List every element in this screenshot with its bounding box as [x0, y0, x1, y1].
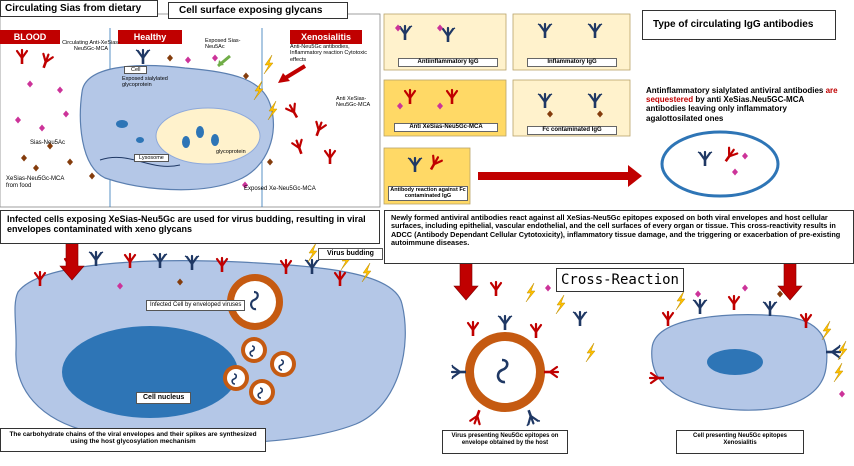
igg-box-inflammatory: Inflammatory IgG: [527, 58, 617, 67]
label-exposed-xe: Exposed Xe-Neu5Gc-MCA: [244, 186, 316, 192]
label-xesias-from-food: XeSias-Neu5Gc-MCA from food: [6, 176, 65, 189]
cross-reaction-label: Cross-Reaction: [556, 268, 684, 292]
newly-formed-text: Newly formed antiviral antibodies react …: [384, 210, 854, 264]
top-left-title: Circulating Sias from dietary: [0, 0, 158, 17]
label-cell: Cell: [124, 66, 148, 75]
cell-caption: Cell presenting Neu5Gc epitopes Xenosial…: [676, 430, 804, 454]
virus-caption: Virus presenting Neu5Gc epitopes on enve…: [442, 430, 568, 454]
label-exposed-sias-neu5ac: Exposed Sias-Neu5Ac: [205, 38, 241, 51]
label-circulating-anti: Circulating Anti-XeSias-Neu5Gc-MCA: [62, 40, 120, 53]
label-cell-nucleus: Cell nucleus: [136, 392, 192, 405]
sequester-text-part2: by anti XeSias.Neu5GC-MCA antibodies lea…: [646, 95, 804, 123]
infected-cells-text: Infected cells exposing XeSias-Neu5Gc ar…: [0, 210, 380, 244]
label-anti-xesias-mca: Anti XeSias-Neu5Gc-MCA: [336, 96, 371, 109]
label-sias-neu5ac: Sias-Neu5Ac: [30, 140, 66, 146]
igg-types-title: Type of circulating IgG antibodies: [642, 10, 836, 40]
header-blood: BLOOD: [0, 30, 60, 44]
sequester-text-highlight: are sequestered: [646, 86, 838, 105]
carbo-text: The carbohydrate chains of the viral env…: [0, 428, 266, 452]
sequester-text: Antinflammatory sialylated antiviral ant…: [646, 86, 842, 123]
label-exposed-glycoprotein: Exposed sialylated glycoprotein: [122, 76, 168, 89]
label-infected-cell-env: Infected Cell by enveloped viruses: [146, 300, 246, 311]
igg-box-antibody-reaction: Antibody reaction against Fc contaminate…: [388, 186, 468, 201]
label-anti-neu5gc-effects: Anti-Neu5Gc antibodies, Inflammatory rea…: [290, 44, 368, 63]
igg-box-fc-contaminated: Fc contaminated IgG: [527, 126, 617, 135]
sequester-text-part1: Antinflammatory sialylated antiviral ant…: [646, 86, 826, 95]
label-virus-budding: Virus budding: [318, 248, 383, 261]
label-lysosome: Lysosome: [134, 154, 169, 163]
label-glycoprotein: glycoprotein: [216, 149, 246, 155]
igg-box-antiinflammatory: Antiinflammatory IgG: [398, 58, 498, 67]
header-xenosialitis: Xenosialitis: [290, 30, 362, 44]
header-healthy: Healthy: [118, 30, 182, 44]
igg-box-anti-xesias: Anti XeSias-Neu5Gc-MCA: [394, 123, 498, 132]
top-center-title: Cell surface exposing glycans: [168, 2, 348, 19]
